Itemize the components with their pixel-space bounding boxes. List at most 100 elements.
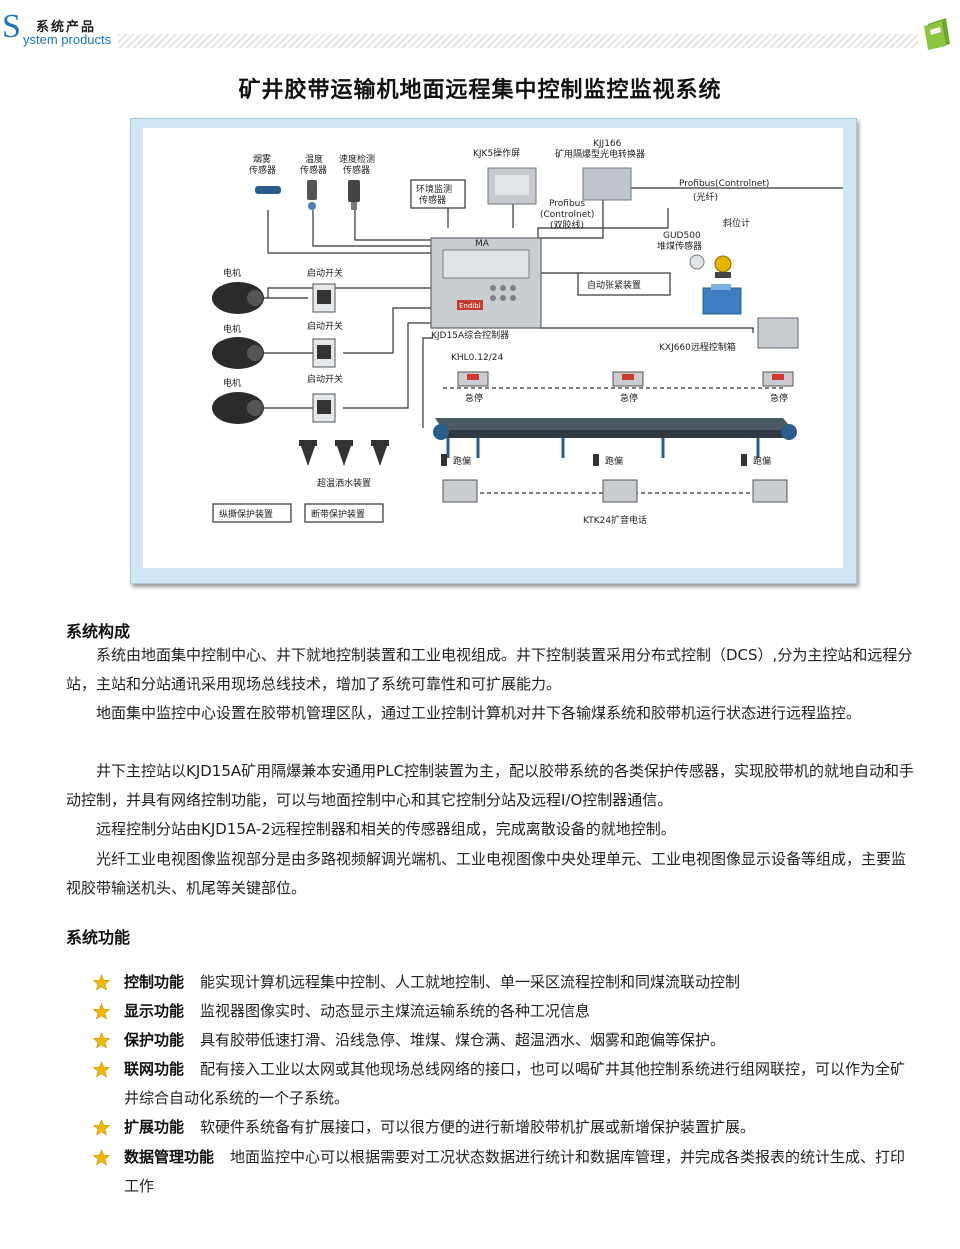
composition-paragraph-5: 光纤工业电视图像监视部分是由多路视频解调光端机、工业电视图像中央处理单元、工业电… bbox=[66, 850, 907, 897]
smoke-sensor-icon bbox=[255, 186, 281, 194]
kjk5-label: KJK5操作屏 bbox=[473, 147, 520, 159]
motor-label-2: 电机 bbox=[223, 323, 241, 335]
estop-label-3: 急停 bbox=[770, 392, 788, 404]
kxj660-label: KXJ660远程控制箱 bbox=[659, 341, 736, 353]
estop-icon bbox=[762, 371, 794, 387]
khl-label: KHL0.12/24 bbox=[451, 353, 503, 363]
composition-paragraph-3: 井下主控站以KJD15A矿用隔爆兼本安通用PLC控制装置为主，配以胶带系统的各类… bbox=[66, 762, 915, 809]
tear-protect-box bbox=[212, 503, 292, 523]
deviation-label-1: 跑偏 bbox=[453, 455, 471, 467]
motor-icon bbox=[212, 337, 264, 369]
system-diagram-frame: 烟雾 传感器 温度 传感器 速度检测 传感器 环境监测 传感器 KJK5操作屏 … bbox=[130, 118, 857, 584]
conveyor-belt bbox=[433, 418, 797, 458]
temp-label-1: 温度 bbox=[305, 153, 323, 165]
switch-label-2: 启动开关 bbox=[307, 320, 343, 332]
tilt-sensor-icon bbox=[714, 255, 732, 273]
switch-label-1: 启动开关 bbox=[307, 267, 343, 279]
estop-label-2: 急停 bbox=[620, 392, 638, 404]
header-stripe bbox=[118, 34, 918, 48]
env-label-2: 传感器 bbox=[419, 194, 446, 206]
estop-label-1: 急停 bbox=[465, 392, 483, 404]
temp-label-2: 传感器 bbox=[300, 164, 327, 176]
coal-pile-sensor-icon bbox=[689, 254, 705, 270]
speed-label-1: 速度检测 bbox=[339, 153, 375, 165]
sprinkler-icon bbox=[371, 440, 389, 466]
tilt-label: 斜位计 bbox=[723, 217, 750, 229]
function-title: 数据管理功能 bbox=[124, 1148, 215, 1166]
motor-label-1: 电机 bbox=[223, 267, 241, 279]
profibus-left-2: (Controlnet) bbox=[540, 210, 594, 220]
star-icon bbox=[93, 1003, 110, 1020]
page-title: 矿井胶带运输机地面远程集中控制监控监视系统 bbox=[238, 78, 722, 103]
composition-heading: 系统构成 bbox=[66, 622, 131, 641]
function-title: 联网功能 bbox=[124, 1060, 185, 1078]
function-heading: 系统功能 bbox=[66, 928, 131, 947]
auto-tension-label: 自动张紧装置 bbox=[587, 279, 641, 291]
deviation-label-3: 跑偏 bbox=[753, 455, 771, 467]
start-switch-icon bbox=[312, 393, 336, 423]
function-desc: 地面监控中心可以根据需要对工况状态数据进行统计和数据库管理，并完成各类报表的统计… bbox=[124, 1148, 906, 1195]
start-switch-icon bbox=[312, 338, 336, 368]
smoke-label-2: 传感器 bbox=[249, 164, 276, 176]
composition-paragraph-2: 地面集中监控中心设置在胶带机管理区队，通过工业控制计算机对井下各输煤系统和胶带机… bbox=[96, 704, 862, 722]
start-switch-icon bbox=[312, 283, 336, 313]
kjj166-label-2: 矿用隔爆型光电转换器 bbox=[555, 148, 645, 160]
switch-label-3: 启动开关 bbox=[307, 373, 343, 385]
function-desc: 配有接入工业以太网或其他现场总线网络的接口，也可以喝矿井其他控制系统进行组网联控… bbox=[124, 1060, 906, 1107]
smoke-label-1: 烟雾 bbox=[253, 153, 271, 165]
kxj660-box-icon bbox=[757, 317, 799, 349]
motor-label-3: 电机 bbox=[223, 377, 241, 389]
tear-protect-label: 纵撕保护装置 bbox=[219, 508, 273, 520]
system-diagram-svg: 烟雾 传感器 温度 传感器 速度检测 传感器 环境监测 传感器 KJK5操作屏 … bbox=[212, 139, 843, 526]
profibus-left-1: Profibus bbox=[549, 199, 585, 209]
star-icon bbox=[93, 1061, 110, 1078]
function-title: 扩展功能 bbox=[124, 1118, 185, 1136]
ktk24-phone-icon bbox=[442, 479, 478, 503]
star-icon bbox=[93, 1119, 110, 1136]
motor-icon bbox=[212, 392, 264, 424]
sprinkler-label: 超温洒水装置 bbox=[317, 477, 371, 489]
coal-bunker-icon bbox=[702, 287, 742, 315]
function-title: 控制功能 bbox=[124, 973, 185, 991]
page-header: S 系统产品 ystem products bbox=[0, 0, 960, 60]
controller-ma-label: MA bbox=[475, 239, 490, 249]
document-icon bbox=[924, 18, 950, 50]
gud500-label-2: 堆煤传感器 bbox=[657, 240, 702, 252]
function-desc: 监视器图像实时、动态显示主煤流运输系统的各种工况信息 bbox=[200, 1002, 591, 1020]
temperature-sensor-icon bbox=[307, 180, 317, 210]
ktk24-phone-icon bbox=[602, 479, 638, 503]
logo-en: ystem products bbox=[23, 32, 112, 47]
estop-icon bbox=[612, 371, 644, 387]
speed-sensor-icon bbox=[348, 180, 360, 210]
ktk24-phone-icon bbox=[752, 479, 788, 503]
star-icon bbox=[93, 1032, 110, 1049]
profibus-right-2: (光纤) bbox=[693, 191, 718, 203]
sprinkler-icon bbox=[299, 440, 317, 466]
deviation-sensor-icon bbox=[741, 454, 747, 466]
composition-paragraph-1: 系统由地面集中控制中心、井下就地控制装置和工业电视组成。井下控制装置采用分布式控… bbox=[66, 646, 913, 693]
logo-cn: 系统产品 bbox=[36, 20, 97, 35]
kjj166-label-1: KJJ166 bbox=[593, 139, 622, 149]
auto-tension-box bbox=[577, 272, 671, 296]
function-title: 保护功能 bbox=[124, 1031, 185, 1049]
sprinkler-icon bbox=[335, 440, 353, 466]
ktk24-label: KTK24扩音电话 bbox=[583, 514, 647, 526]
gud500-label-1: GUD500 bbox=[663, 231, 701, 241]
function-desc: 软硬件系统备有扩展接口，可以很方便的进行新增胶带机扩展或新增保护装置扩展。 bbox=[200, 1118, 756, 1136]
function-desc: 能实现计算机远程集中控制、人工就地控制、单一采区流程控制和同煤流联动控制 bbox=[200, 973, 741, 991]
star-icon bbox=[93, 974, 110, 991]
speed-label-2: 传感器 bbox=[343, 164, 370, 176]
profibus-left-3: (双胶线) bbox=[550, 219, 584, 231]
env-label-1: 环境监测 bbox=[416, 183, 452, 195]
break-protect-label: 断带保护装置 bbox=[311, 508, 365, 520]
star-icon bbox=[93, 1149, 110, 1166]
motor-icon bbox=[212, 282, 264, 314]
kjd15a-label: KJD15A综合控制器 bbox=[431, 329, 509, 341]
deviation-label-2: 跑偏 bbox=[605, 455, 623, 467]
kjj166-converter-icon bbox=[582, 167, 632, 201]
profibus-right-1: Profibus(Controlnet) bbox=[679, 179, 769, 189]
controller-brand-label: Endibl bbox=[459, 302, 481, 310]
estop-icon bbox=[457, 371, 489, 387]
logo-letter: S bbox=[2, 8, 21, 45]
break-protect-box bbox=[304, 503, 384, 523]
